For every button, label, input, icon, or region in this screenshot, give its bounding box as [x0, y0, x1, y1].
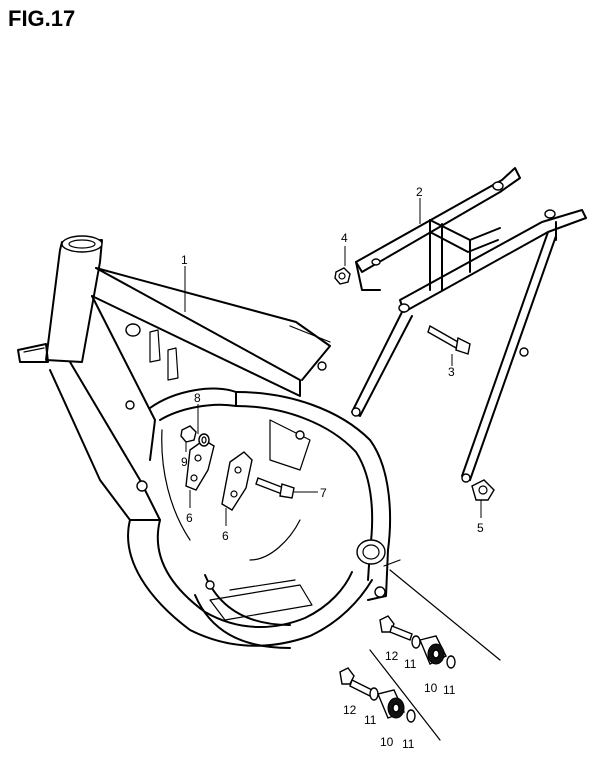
callout-6-right: 6 [222, 529, 229, 543]
bracket-6-right [221, 451, 253, 511]
nut-4 [334, 267, 351, 285]
callout-3: 3 [448, 365, 455, 379]
nut-9 [180, 425, 197, 443]
leader-lines [184, 198, 482, 526]
washer-8 [198, 433, 210, 447]
bolt-7 [255, 477, 295, 499]
callout-4: 4 [341, 231, 348, 245]
main-frame [17, 235, 392, 649]
upper-mount-set [379, 559, 501, 669]
callout-11-upper-right: 11 [443, 683, 456, 697]
figure-title: FIG.17 [8, 6, 76, 31]
callout-2: 2 [416, 185, 423, 199]
callout-8: 8 [194, 391, 201, 405]
callout-10-upper: 10 [424, 681, 438, 695]
callout-11-lower-right: 11 [402, 737, 415, 751]
callout-12-lower: 12 [343, 703, 357, 717]
callout-5: 5 [477, 521, 484, 535]
callout-9: 9 [181, 455, 188, 469]
callout-7: 7 [320, 486, 327, 500]
lower-mount-set [339, 649, 441, 741]
bolt-3 [427, 324, 471, 355]
seat-rail-subframe [351, 167, 587, 483]
callout-6-left: 6 [186, 511, 193, 525]
callout-11-upper-left: 11 [404, 657, 417, 671]
callout-11-lower-left: 11 [364, 713, 377, 727]
callout-1: 1 [181, 253, 188, 267]
callout-10-lower: 10 [380, 735, 394, 749]
bracket-6-left [185, 439, 215, 491]
bolt-5 [471, 479, 495, 501]
callout-12-upper: 12 [385, 649, 399, 663]
